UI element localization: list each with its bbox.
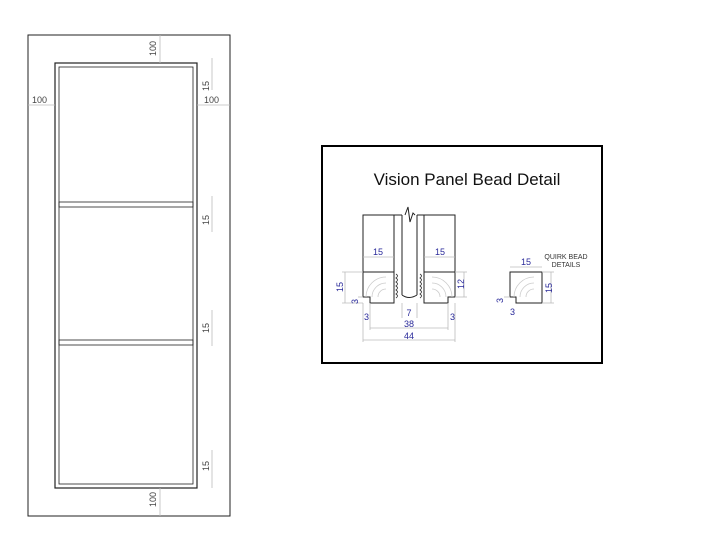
dim-bead-width-left: 15 — [373, 247, 383, 257]
dim-quirk-left-v: 3 — [350, 299, 360, 304]
door-outline — [27, 34, 231, 517]
dim-quirk-height: 15 — [544, 283, 554, 293]
dim-inner-width: 38 — [404, 319, 414, 329]
dim-bead-height-right: 12 — [456, 279, 466, 289]
detail-panel: Vision Panel Bead Detail — [321, 145, 603, 364]
dim-bead-width-right: 15 — [435, 247, 445, 257]
dim-quirk-v: 3 — [495, 298, 505, 303]
dim-bead-top: 15 — [201, 81, 211, 91]
vision-opening — [54, 62, 198, 489]
door-elevation: 100 100 100 15 15 15 15 100 — [27, 34, 231, 517]
detail-title: Vision Panel Bead Detail — [374, 170, 561, 189]
glass-break-symbol — [404, 206, 416, 223]
transom-1 — [58, 201, 194, 208]
bead-line — [58, 66, 194, 485]
transom-2 — [58, 339, 194, 346]
dim-quirk-left-h: 3 — [364, 312, 369, 322]
dim-bead-transom-2: 15 — [201, 323, 211, 333]
dim-top-rail: 100 — [148, 41, 158, 56]
dim-bead-transom-1: 15 — [201, 215, 211, 225]
dim-quirk-right-h: 3 — [450, 312, 455, 322]
dim-quirk-h: 3 — [510, 307, 515, 317]
dim-bead-bottom: 15 — [201, 461, 211, 471]
dim-bead-height-left: 15 — [335, 282, 345, 292]
dim-glass-gap: 7 — [406, 308, 411, 318]
quirk-label-line2: DETAILS — [552, 262, 581, 269]
detail-frame — [321, 145, 603, 364]
quirk-label-line1: QUIRK BEAD — [544, 254, 587, 261]
dim-left-stile: 100 — [32, 95, 47, 105]
dim-right-stile: 100 — [204, 95, 219, 105]
dim-bottom-rail: 100 — [148, 492, 158, 507]
dim-overall-width: 44 — [404, 331, 414, 341]
dim-quirk-width: 15 — [521, 257, 531, 267]
